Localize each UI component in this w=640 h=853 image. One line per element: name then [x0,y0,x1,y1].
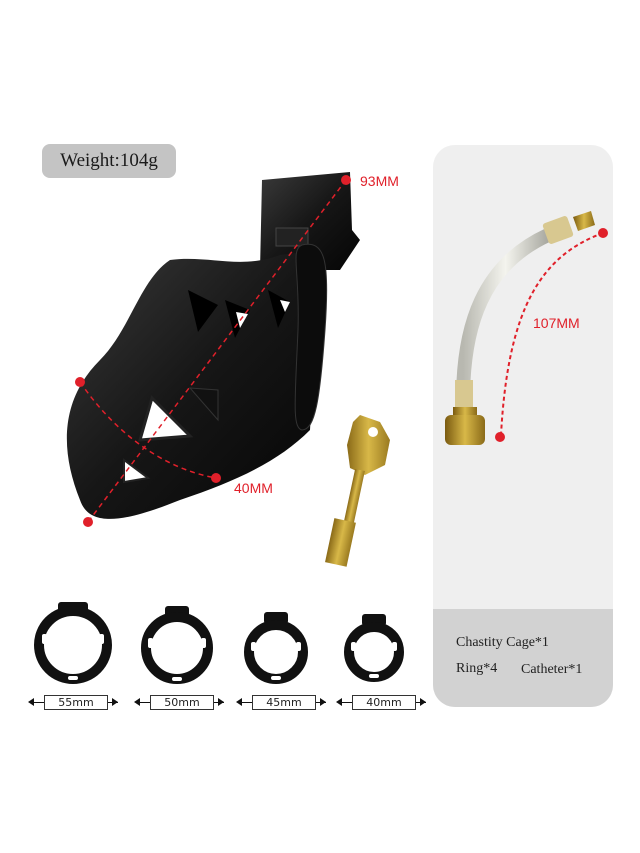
contents-cage: Chastity Cage*1 [456,635,549,650]
key-image [325,415,390,567]
cage-length-label: 93MM [360,173,399,189]
catheter-image [445,211,608,445]
ring-50-image [141,606,213,684]
contents-ring: Ring*4 [456,661,498,676]
ring-55-image [34,602,112,684]
catheter-panel: 107MM Chastity Cage*1 Ring*4 Catheter*1 [433,145,613,707]
ring-40-image [344,614,404,682]
ring-45-image [244,612,308,684]
contents-catheter: Catheter*1 [521,662,583,677]
package-contents: Chastity Cage*1 Ring*4 Catheter*1 [433,609,613,707]
rings-row: 55mm 50mm 45mm 40mm [0,600,430,720]
chastity-cage-image [66,172,360,527]
weight-badge: Weight:104g [42,144,176,178]
catheter-length-label: 107MM [533,315,580,331]
weight-text: Weight:104g [60,150,158,171]
cage-width-label: 40MM [234,480,273,496]
